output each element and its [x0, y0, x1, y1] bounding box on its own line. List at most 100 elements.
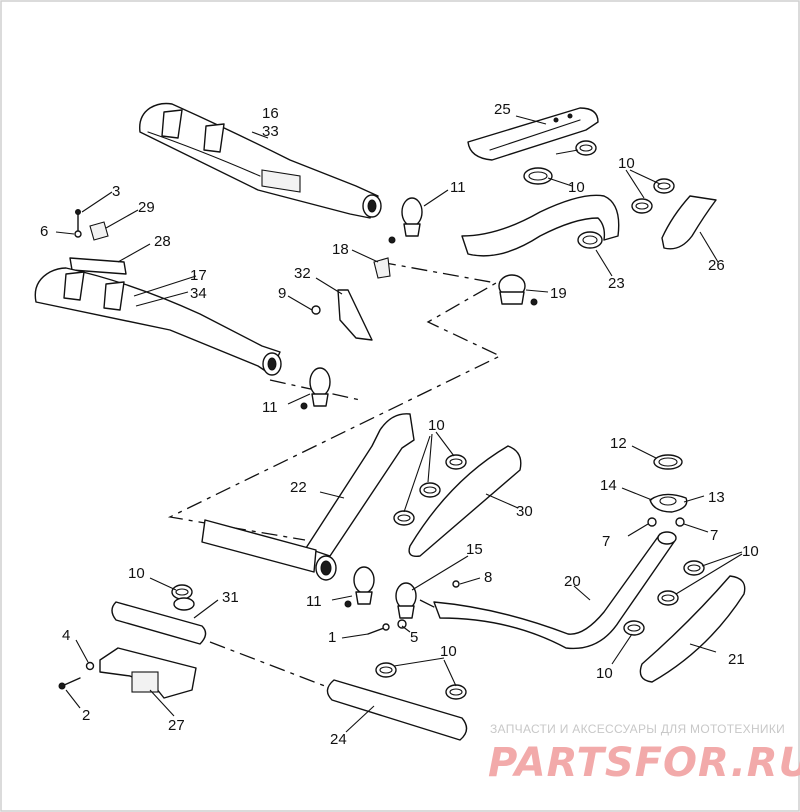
- callout-12: 12: [610, 435, 627, 452]
- heat-shield-30: [408, 445, 522, 557]
- callout-4: 4: [62, 627, 70, 644]
- muffler-clamp-lower: [309, 367, 331, 407]
- callout-31: 31: [222, 589, 239, 606]
- gasket-12-inner: [658, 457, 678, 467]
- bolt-1: [367, 623, 390, 635]
- clamp-31b: [173, 597, 195, 611]
- hose-clamp-c: [631, 198, 653, 214]
- callout-30: 30: [516, 503, 533, 520]
- routing-line-3: [209, 641, 331, 689]
- routing-line: [167, 261, 502, 541]
- nut-11-bottom: [344, 600, 352, 608]
- clamp-24a: [375, 662, 397, 678]
- lower-muffler: [34, 267, 282, 376]
- clamp-20a: [683, 560, 705, 576]
- heat-shield-26: [661, 195, 717, 250]
- callout-10b: 10: [568, 179, 585, 196]
- callout-21: 21: [728, 651, 745, 668]
- washer-4: [85, 661, 95, 671]
- heat-shield-31: [111, 601, 207, 645]
- callout-2: 2: [82, 707, 90, 724]
- callout-23: 23: [608, 275, 625, 292]
- callout-17: 17: [190, 267, 207, 284]
- bracket-29: [89, 221, 109, 241]
- washer-6: [74, 230, 82, 238]
- callout-10e: 10: [742, 543, 759, 560]
- callout-15: 15: [466, 541, 483, 558]
- bracket-27-block: [131, 671, 159, 693]
- callout-32: 32: [294, 265, 311, 282]
- clip-18: [373, 257, 391, 279]
- callout-29: 29: [138, 199, 155, 216]
- hose-clamp-b: [575, 140, 597, 156]
- callout-5: 5: [410, 629, 418, 646]
- bracket-32: [337, 289, 373, 341]
- callout-9: 9: [278, 285, 286, 302]
- front-pipe-22: [201, 413, 415, 581]
- callout-10a: 10: [618, 155, 635, 172]
- callout-10d: 10: [128, 565, 145, 582]
- nut-7-right: [675, 517, 685, 527]
- callout-11a: 11: [450, 179, 466, 196]
- callout-24: 24: [330, 731, 347, 748]
- mount-28: [69, 257, 127, 275]
- callout-27: 27: [168, 717, 185, 734]
- upper-muffler: [139, 102, 382, 219]
- watermark: ЗАПЧАСТИ И АКСЕССУАРЫ ДЛЯ МОТОТЕХНИКИ PA…: [488, 722, 800, 786]
- callout-18: 18: [332, 241, 349, 258]
- callout-1: 1: [328, 629, 336, 646]
- callout-19: 19: [550, 285, 567, 302]
- heat-shield-21: [639, 575, 746, 683]
- nut-upper: [388, 236, 396, 244]
- clamp-20c: [623, 620, 645, 636]
- clamp-22b: [419, 482, 441, 498]
- callout-14: 14: [600, 477, 617, 494]
- clamp-22a: [445, 454, 467, 470]
- callout-10f: 10: [440, 643, 457, 660]
- callout-10g: 10: [596, 665, 613, 682]
- nut-9: [311, 305, 321, 315]
- nut-7-left: [647, 517, 657, 527]
- callout-25: 25: [494, 101, 511, 118]
- hose-clamp-d: [653, 178, 675, 194]
- flange-13: [649, 493, 688, 513]
- screw-3: [75, 209, 81, 233]
- callout-3: 3: [112, 183, 120, 200]
- callout-28: 28: [154, 233, 171, 250]
- callout-11b: 11: [262, 399, 278, 416]
- watermark-logo: PARTSFOR.RU: [488, 740, 800, 786]
- callout-16: 16: [262, 105, 279, 122]
- washer-5: [397, 619, 407, 629]
- callout-26: 26: [708, 257, 725, 274]
- nut-19: [530, 298, 538, 306]
- callout-labels: 16 33 25 10 10 3 29 6 28 11 18 32 9 19 2…: [40, 101, 759, 748]
- callout-22: 22: [290, 479, 307, 496]
- head-pipe-20: [433, 531, 677, 650]
- leader-lines: [55, 115, 743, 733]
- callout-6: 6: [40, 223, 48, 240]
- callout-13: 13: [708, 489, 725, 506]
- callout-10c: 10: [428, 417, 445, 434]
- callout-11c: 11: [306, 593, 322, 610]
- rear-exhaust-pipe: [461, 194, 620, 257]
- clamp-19: [498, 274, 526, 305]
- clamp-31a: [171, 584, 193, 600]
- clamp-11-bottom: [353, 566, 375, 605]
- clamp-24b: [445, 684, 467, 700]
- nut-lower: [300, 402, 308, 410]
- clamp-20b: [657, 590, 679, 606]
- callout-7b: 7: [710, 527, 718, 544]
- callout-20: 20: [564, 573, 581, 590]
- clamp-15: [395, 582, 417, 619]
- callout-7a: 7: [602, 533, 610, 550]
- clamp-22c: [393, 510, 415, 526]
- callout-8: 8: [484, 569, 492, 586]
- flange-13-inner: [659, 496, 677, 506]
- hose-clamp-a: [523, 167, 553, 185]
- screw-2: [58, 677, 81, 690]
- heat-shield-25: [467, 107, 599, 161]
- watermark-subtitle: ЗАПЧАСТИ И АКСЕССУАРЫ ДЛЯ МОТОТЕХНИКИ: [490, 722, 785, 736]
- callout-34: 34: [190, 285, 207, 302]
